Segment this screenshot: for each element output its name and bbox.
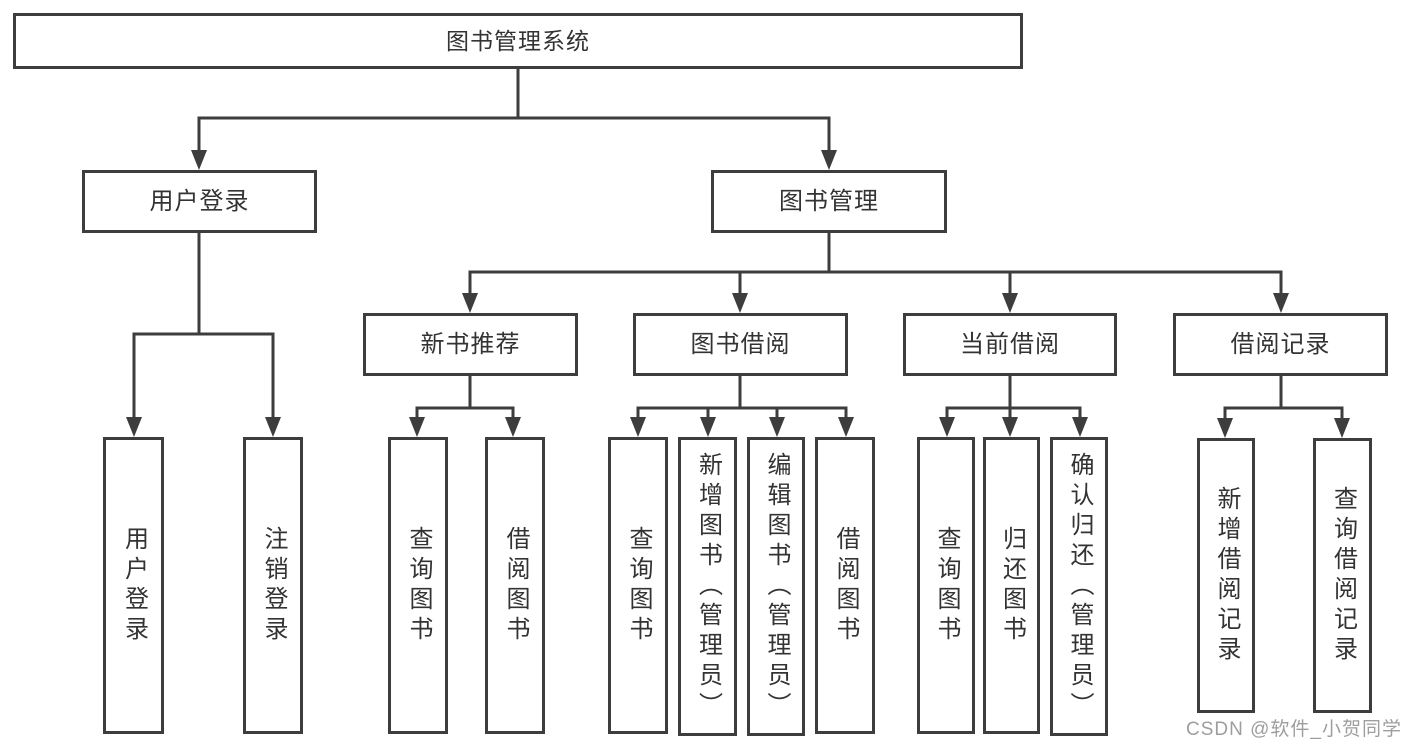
leaf-current-confirm-return: 确认归还（管理员） bbox=[1050, 437, 1108, 736]
leaf-borrow-query-book: 查询图书 bbox=[608, 437, 668, 734]
leaf-current-return-book: 归还图书 bbox=[983, 437, 1040, 734]
watermark: CSDN @软件_小贺同学 bbox=[1186, 719, 1402, 740]
leaf-borrow-add-book: 新增图书（管理员） bbox=[678, 437, 737, 736]
node-root: 图书管理系统 bbox=[13, 13, 1023, 69]
node-borrow-record: 借阅记录 bbox=[1173, 313, 1388, 376]
leaf-user-login: 用户登录 bbox=[103, 437, 164, 734]
leaf-logout-login: 注销登录 bbox=[243, 437, 303, 734]
node-user-login: 用户登录 bbox=[82, 170, 317, 233]
node-book-management: 图书管理 bbox=[711, 170, 947, 233]
leaf-borrow-borrow-book: 借阅图书 bbox=[815, 437, 875, 734]
leaf-recommend-query-book: 查询图书 bbox=[388, 437, 448, 734]
node-book-borrow: 图书借阅 bbox=[633, 313, 848, 376]
leaf-record-add: 新增借阅记录 bbox=[1197, 438, 1255, 713]
leaf-recommend-borrow-book: 借阅图书 bbox=[485, 437, 545, 734]
leaf-record-query: 查询借阅记录 bbox=[1313, 438, 1372, 713]
arrowheads bbox=[126, 150, 1350, 438]
node-current-borrow: 当前借阅 bbox=[903, 313, 1117, 376]
node-new-book-recommend: 新书推荐 bbox=[363, 313, 578, 376]
leaf-current-query-book: 查询图书 bbox=[917, 437, 975, 734]
leaf-borrow-edit-book: 编辑图书（管理员） bbox=[747, 437, 805, 736]
